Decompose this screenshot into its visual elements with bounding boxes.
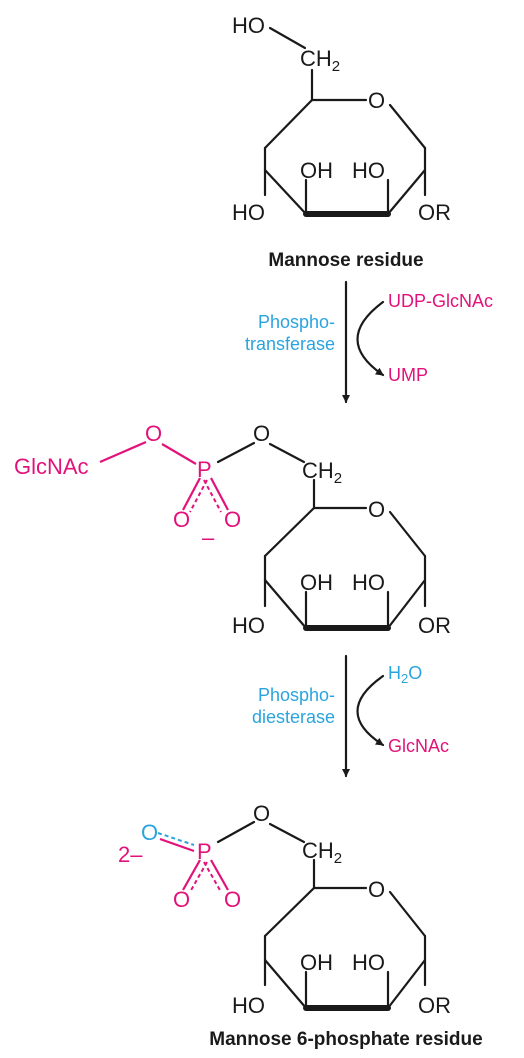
ring-bond-c1-c2 <box>386 168 427 216</box>
oh-label: OH <box>300 158 333 183</box>
o-p-bond <box>159 837 195 853</box>
product-glcnac: GlcNAc <box>388 736 449 756</box>
mannose-residue: HO CH2 O OH HO HO OR Mannose residue <box>232 13 451 271</box>
p-o-left-dash <box>189 861 208 893</box>
o-p-bond <box>161 443 197 465</box>
or-label: OR <box>418 993 451 1018</box>
oh-label: OH <box>300 570 333 595</box>
ho-bottom-label: HO <box>232 613 265 638</box>
or-label: OR <box>418 613 451 638</box>
enzyme-phosphotransferase-line1: Phospho- <box>258 312 335 332</box>
negative-charge: – <box>202 525 215 550</box>
ring-bond-c3-c4 <box>263 958 308 1010</box>
ho-label: HO <box>232 13 265 38</box>
ho-mid-label: HO <box>352 950 385 975</box>
reactant-udp-glcnac: UDP-GlcNAc <box>388 291 493 311</box>
o-ch2-bond <box>268 822 306 844</box>
ester-oxygen-label: O <box>253 801 270 826</box>
phosphate-oxygen-right: O <box>224 887 241 912</box>
ring-bond-o-c1 <box>388 103 427 150</box>
ring-bond-o-c1 <box>388 510 427 558</box>
ring-bond-c4-c5 <box>263 98 314 150</box>
top-oxygen-label: O <box>141 820 158 845</box>
glcnac-phosphomannose-residue: GlcNAc O P O CH2 O O – O OH HO HO OR <box>14 421 451 638</box>
ho-ch2-bond <box>268 26 307 50</box>
p-o-left-bond <box>182 859 201 891</box>
curved-arrow-1 <box>356 300 385 377</box>
ring-bond-c1-c2 <box>386 578 427 630</box>
p-o-right-bond <box>210 477 229 511</box>
p-o-left-bond <box>182 477 201 511</box>
ring-oxygen-label: O <box>368 497 385 522</box>
ring-bond-c3-c4 <box>263 578 308 630</box>
o-ch2-bond <box>268 442 306 464</box>
o-p-double-bond-dash <box>157 832 195 846</box>
ch2-label: CH2 <box>300 46 340 75</box>
phosphate-oxygen-right: O <box>224 507 241 532</box>
reactant-water: H2O <box>388 663 422 686</box>
ho-bottom-label: HO <box>232 200 265 225</box>
ester-oxygen-label: O <box>253 421 270 446</box>
ring-bond-o-c1 <box>388 890 427 938</box>
ring-oxygen-label: O <box>368 88 385 113</box>
or-label: OR <box>418 200 451 225</box>
ch2-label: CH2 <box>302 458 342 487</box>
mannose-6-phosphate-residue: O 2– P O CH2 O O O OH HO HO OR Mannose 6… <box>118 801 483 1050</box>
p-o-right-dash <box>203 479 222 513</box>
phosphate-oxygen-left: O <box>173 507 190 532</box>
ring-bond-c4-c5 <box>263 886 316 938</box>
phosphotransferase-step: Phospho- transferase UDP-GlcNAc UMP <box>245 280 493 404</box>
mannose-residue-caption: Mannose residue <box>268 250 423 271</box>
p-o-left-dash <box>189 479 208 513</box>
ho-bottom-label: HO <box>232 993 265 1018</box>
glcnac-o-bond <box>99 440 147 464</box>
oh-label: OH <box>300 950 333 975</box>
dianion-charge: 2– <box>118 842 143 867</box>
ring-bond-c4-c5 <box>263 506 316 558</box>
ch2-label: CH2 <box>302 838 342 867</box>
ring-bond-c3-c4 <box>263 168 308 216</box>
p-o-chain-bond <box>216 441 256 464</box>
enzyme-phosphotransferase-line2: transferase <box>245 334 335 354</box>
glcnac-label: GlcNAc <box>14 454 89 479</box>
p-o-chain-bond <box>216 820 256 844</box>
ho-mid-label: HO <box>352 158 385 183</box>
ho-mid-label: HO <box>352 570 385 595</box>
enzyme-phosphodiesterase-line2: diesterase <box>252 707 335 727</box>
phosphorus-label: P <box>197 839 212 864</box>
product-ump: UMP <box>388 365 428 385</box>
p-o-right-bond <box>210 859 229 891</box>
phosphorus-label: P <box>197 457 212 482</box>
p-o-right-dash <box>203 861 222 893</box>
mannose-6-phosphate-caption: Mannose 6-phosphate residue <box>209 1029 482 1050</box>
curved-arrow-2 <box>356 674 385 747</box>
bridge-oxygen-label: O <box>145 421 162 446</box>
enzyme-phosphodiesterase-line1: Phospho- <box>258 685 335 705</box>
ring-bond-c1-c2 <box>386 958 427 1010</box>
phosphodiesterase-step: Phospho- diesterase H2O GlcNAc <box>252 654 449 778</box>
phosphate-oxygen-left: O <box>173 887 190 912</box>
ring-oxygen-label: O <box>368 877 385 902</box>
